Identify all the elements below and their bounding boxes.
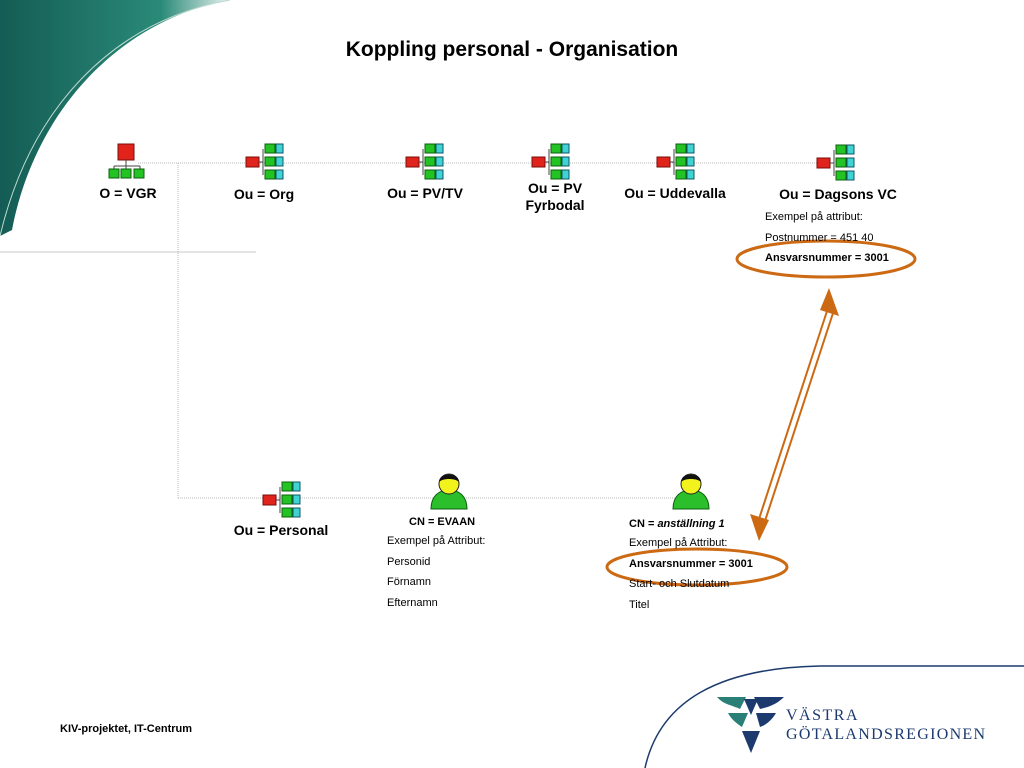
- person-icon-evaan: [429, 472, 469, 510]
- org-root-icon: [108, 143, 148, 181]
- attr-postnummer: Postnummer = 451 40: [765, 231, 874, 244]
- node-label-dagsons: Ou = Dagsons VC: [779, 186, 897, 202]
- anstallning-attr-datum: Start- och Slutdatum: [629, 578, 730, 590]
- link-arrow: [750, 288, 839, 541]
- ou-icon-uddevalla: [656, 143, 696, 181]
- vgr-logo-text: VÄSTRA GÖTALANDSREGIONEN: [786, 707, 987, 743]
- ou-icon-pvfyrbodal: [531, 143, 571, 181]
- ou-icon-dagsons: [816, 144, 856, 182]
- attr-ansvarsnummer: Ansvarsnummer = 3001: [765, 252, 889, 264]
- evaan-attr-heading: Exempel på Attribut:: [387, 535, 486, 547]
- highlight-ellipse-anstallning: [605, 547, 789, 587]
- hierarchy-connectors: [138, 162, 820, 499]
- anstallning-attr-heading: Exempel på Attribut:: [629, 537, 728, 549]
- dagsons-attributes: Exempel på attribut: Postnummer = 451 40…: [765, 207, 889, 269]
- highlight-ellipse-dagsons: [735, 239, 917, 279]
- page-title: Koppling personal - Organisation: [345, 38, 679, 61]
- anstallning-cn: CN = anställning 1: [629, 518, 725, 530]
- node-label-pvtv: Ou = PV/TV: [387, 185, 463, 201]
- evaan-attributes: CN = EVAAN Exempel på Attribut: Personid…: [387, 513, 485, 613]
- node-label-uddevalla: Ou = Uddevalla: [624, 185, 726, 201]
- node-label-vgr: O = VGR: [99, 185, 157, 201]
- node-label-personal: Ou = Personal: [233, 522, 329, 538]
- node-label-pvfyrbodal: Ou = PV Fyrbodal: [525, 180, 585, 213]
- vgr-logo-icon: [716, 695, 786, 755]
- evaan-attr-0: Personid: [387, 555, 431, 568]
- evaan-cn: CN = EVAAN: [409, 516, 476, 528]
- ou-icon-org: [245, 143, 285, 181]
- attr-heading: Exempel på attribut:: [765, 211, 863, 223]
- ou-icon-pvtv: [405, 143, 445, 181]
- corner-swoosh: [0, 0, 230, 236]
- evaan-attr-1: Förnamn: [387, 576, 432, 588]
- ou-icon-personal: [262, 481, 302, 519]
- person-icon-anstallning: [671, 472, 711, 510]
- anstallning-attributes: CN = anställning 1 Exempel på Attribut: …: [629, 515, 753, 615]
- anstallning-attr-titel: Titel: [629, 598, 650, 611]
- anstallning-attr-ansvarsnummer: Ansvarsnummer = 3001: [629, 557, 753, 570]
- node-label-org: Ou = Org: [233, 186, 295, 202]
- evaan-attr-2: Efternamn: [387, 596, 438, 609]
- footer-text: KIV-projektet, IT-Centrum: [60, 723, 193, 735]
- logo-arc: [644, 665, 1024, 768]
